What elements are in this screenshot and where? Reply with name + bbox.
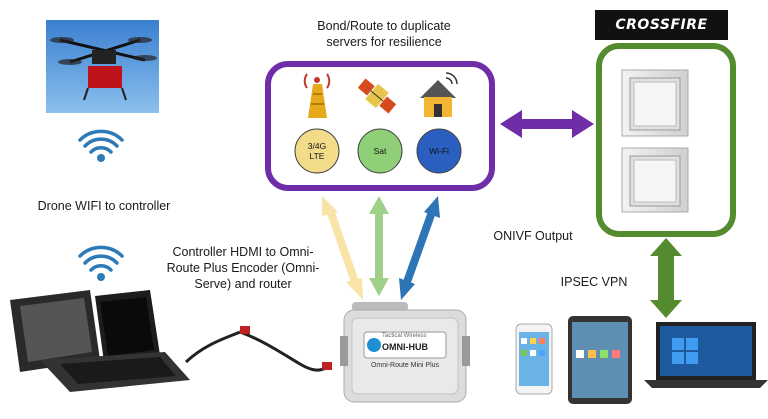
bond-route-label: Bond/Route to duplicate servers for resi… <box>317 19 451 49</box>
crossfire-logo-text: CROSSFIRE <box>615 17 708 33</box>
device-model: Omni-Route Mini Plus <box>370 362 440 369</box>
sat-arrow <box>369 196 389 296</box>
link-circle-sat: Sat <box>357 128 403 174</box>
home-wifi-icon <box>420 72 458 117</box>
wifi-arrow <box>399 196 440 300</box>
purple-arrow <box>500 110 594 138</box>
hdmi-cable-image <box>184 326 332 372</box>
link-circle-label: Wi-Fi <box>429 146 449 156</box>
tablet-image <box>568 316 632 404</box>
satellite-icon <box>357 78 397 114</box>
rugged-laptop-image <box>10 290 190 392</box>
link-circle-label: Sat <box>374 146 387 156</box>
link-circle-label: 3/4G <box>308 141 326 151</box>
device-name: OMNI-HUB <box>382 342 428 352</box>
controller-hdmi-label: Controller HDMI to Omni-Route Plus Encod… <box>166 245 320 291</box>
link-circle-wi-fi: Wi-Fi <box>416 128 462 174</box>
vpn-arrow <box>650 238 682 318</box>
drone-wifi-label: Drone WIFI to controller <box>37 199 171 213</box>
smartphone-image <box>515 323 553 395</box>
cell-tower-icon <box>303 73 331 118</box>
omni-hub-case-image <box>340 302 470 403</box>
crossfire-logo <box>595 10 728 40</box>
lte-arrow <box>322 196 363 300</box>
device-brand: Tactical Wireless <box>382 333 427 339</box>
wifi-icon <box>78 245 124 281</box>
server-rack-image <box>621 147 689 213</box>
server-rack-image <box>621 69 689 137</box>
link-circle-label: LTE <box>310 151 325 161</box>
ipsec-vpn-label: IPSEC VPN <box>560 275 628 289</box>
windows-laptop-image <box>644 322 768 388</box>
onivf-output-label: ONIVF Output <box>493 229 573 243</box>
wifi-icon <box>78 129 124 162</box>
drone-image <box>46 20 159 113</box>
